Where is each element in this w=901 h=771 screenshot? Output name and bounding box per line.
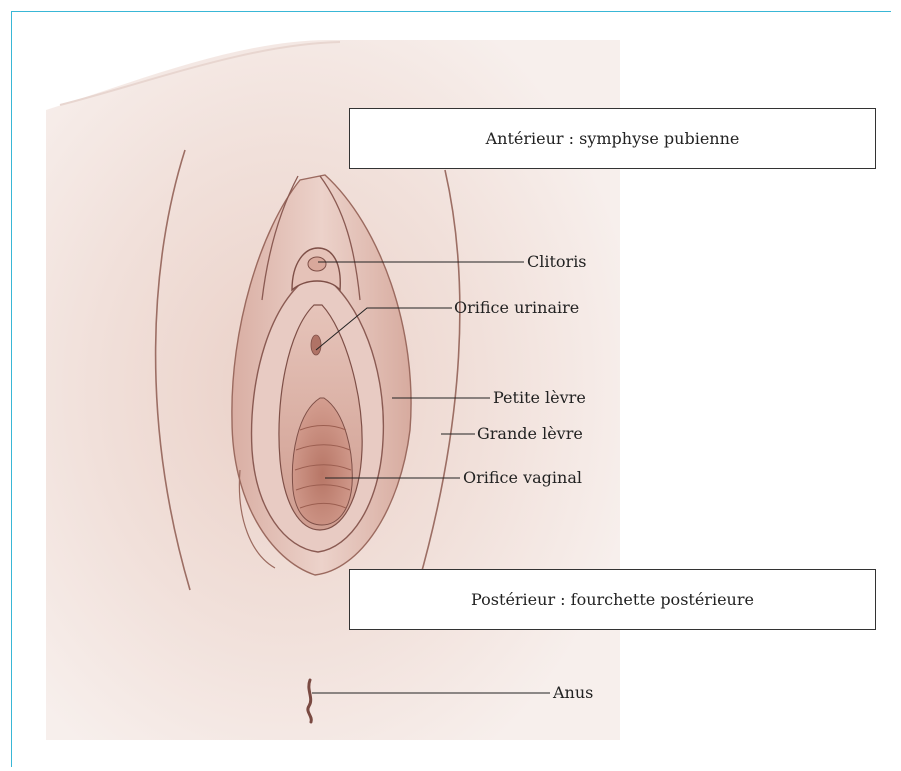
- labia-majora-label: Grande lèvre: [477, 424, 583, 444]
- posterior-label-box: Postérieur : fourchette postérieure: [349, 569, 876, 630]
- anus-label: Anus: [553, 683, 593, 703]
- vaginal-orifice-label: Orifice vaginal: [463, 468, 582, 488]
- clitoris-glans: [308, 257, 326, 271]
- urinary-orifice-mark: [311, 335, 321, 355]
- labia-minora-label: Petite lèvre: [493, 388, 586, 408]
- anterior-label: Antérieur : symphyse pubienne: [486, 129, 740, 148]
- anterior-label-box: Antérieur : symphyse pubienne: [349, 108, 876, 169]
- posterior-label: Postérieur : fourchette postérieure: [471, 590, 754, 609]
- urinary-orifice-label: Orifice urinaire: [454, 298, 579, 318]
- clitoris-label: Clitoris: [527, 252, 587, 272]
